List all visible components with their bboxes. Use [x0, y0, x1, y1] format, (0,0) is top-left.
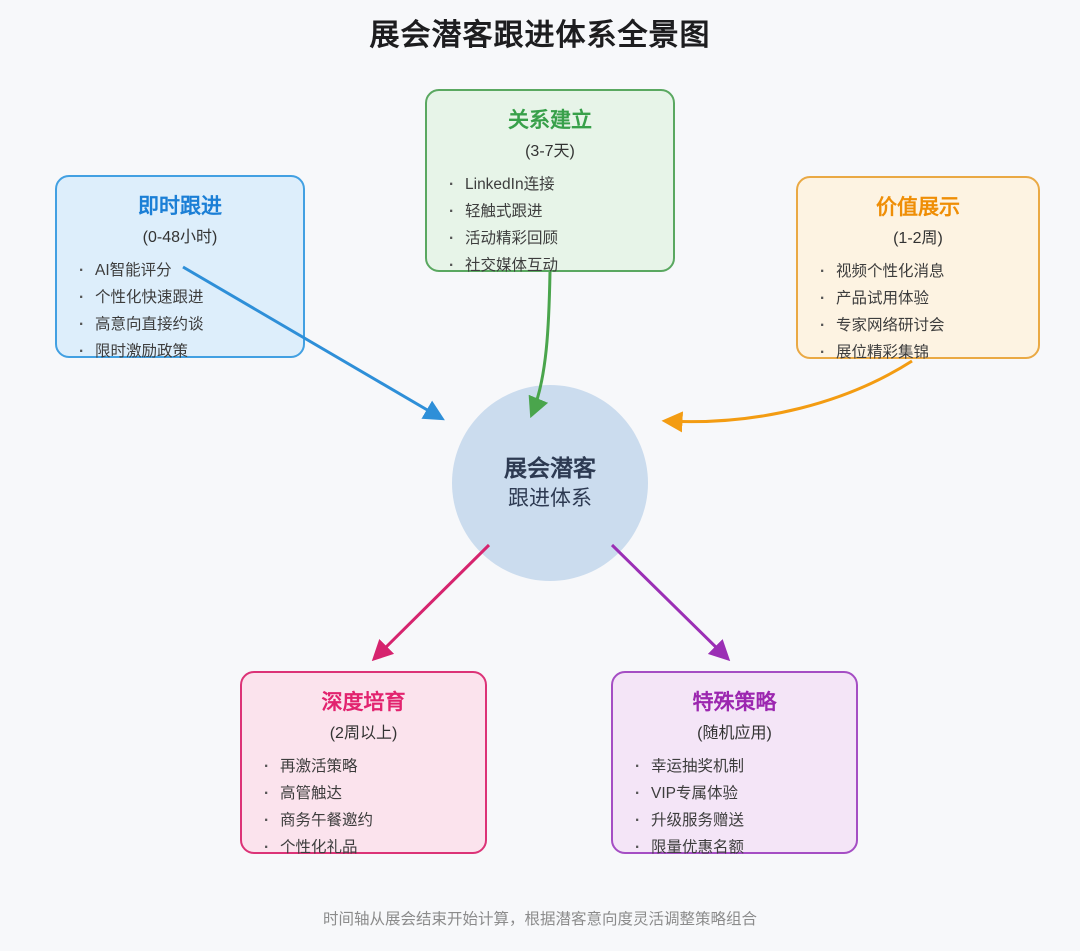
- node-item: 产品试用体验: [820, 285, 1038, 312]
- node-item-list: 幸运抽奖机制 VIP专属体验 升级服务赠送 限量优惠名额: [613, 753, 856, 861]
- node-title: 即时跟进: [138, 195, 222, 218]
- node-title: 价值展示: [876, 196, 960, 219]
- node-value-demonstration: 价值展示 (1-2周) 视频个性化消息 产品试用体验 专家网络研讨会 展位精彩集…: [796, 176, 1040, 366]
- node-subtitle: (0-48小时): [142, 229, 218, 246]
- node-item-list: LinkedIn连接 轻触式跟进 活动精彩回顾 社交媒体互动: [427, 171, 673, 279]
- node-title: 关系建立: [508, 109, 592, 132]
- node-item: 视频个性化消息: [820, 258, 1038, 285]
- page-title: 展会潜客跟进体系全景图: [369, 19, 711, 52]
- node-item: 高意向直接约谈: [79, 311, 303, 338]
- node-item: 限量优惠名额: [635, 834, 856, 861]
- arrow-center-to-nurture: [371, 543, 491, 662]
- node-item: VIP专属体验: [635, 780, 856, 807]
- node-item-list: AI智能评分 个性化快速跟进 高意向直接约谈 限时激励政策: [57, 257, 303, 365]
- node-relationship-building: 关系建立 (3-7天) LinkedIn连接 轻触式跟进 活动精彩回顾 社交媒体…: [425, 89, 675, 279]
- center-node-subtitle: 跟进体系: [508, 486, 592, 510]
- node-item: 幸运抽奖机制: [635, 753, 856, 780]
- node-subtitle: (1-2周): [893, 230, 943, 247]
- node-item: AI智能评分: [79, 257, 303, 284]
- node-item: 展位精彩集锦: [820, 339, 1038, 366]
- node-title: 特殊策略: [692, 691, 777, 714]
- node-item: 商务午餐邀约: [264, 807, 485, 834]
- node-item: 专家网络研讨会: [820, 312, 1038, 339]
- node-item: 再激活策略: [264, 753, 485, 780]
- node-item-list: 再激活策略 高管触达 商务午餐邀约 个性化礼品: [242, 753, 485, 861]
- center-node: 展会潜客 跟进体系: [452, 385, 648, 581]
- node-item-list: 视频个性化消息 产品试用体验 专家网络研讨会 展位精彩集锦: [798, 258, 1038, 366]
- arrow-center-to-special: [610, 543, 731, 662]
- footer-note: 时间轴从展会结束开始计算，根据潜客意向度灵活调整策略组合: [322, 911, 757, 928]
- center-node-title: 展会潜客: [504, 454, 596, 481]
- node-item: LinkedIn连接: [449, 171, 673, 198]
- node-subtitle: (3-7天): [525, 143, 575, 160]
- arrow-value-to-center: [661, 359, 913, 433]
- node-subtitle: (随机应用): [697, 725, 772, 742]
- node-item: 社交媒体互动: [449, 252, 673, 279]
- node-item: 升级服务赠送: [635, 807, 856, 834]
- node-item: 限时激励政策: [79, 338, 303, 365]
- node-immediate-followup: 即时跟进 (0-48小时) AI智能评分 个性化快速跟进 高意向直接约谈 限时激…: [55, 175, 305, 365]
- node-special-strategy: 特殊策略 (随机应用) 幸运抽奖机制 VIP专属体验 升级服务赠送 限量优惠名额: [611, 671, 858, 861]
- node-item: 活动精彩回顾: [449, 225, 673, 252]
- node-item: 个性化快速跟进: [79, 284, 303, 311]
- node-subtitle: (2周以上): [329, 725, 398, 742]
- node-item: 高管触达: [264, 780, 485, 807]
- node-deep-nurturing: 深度培育 (2周以上) 再激活策略 高管触达 商务午餐邀约 个性化礼品: [240, 671, 487, 861]
- node-item: 轻触式跟进: [449, 198, 673, 225]
- node-title: 深度培育: [321, 691, 406, 714]
- node-item: 个性化礼品: [264, 834, 485, 861]
